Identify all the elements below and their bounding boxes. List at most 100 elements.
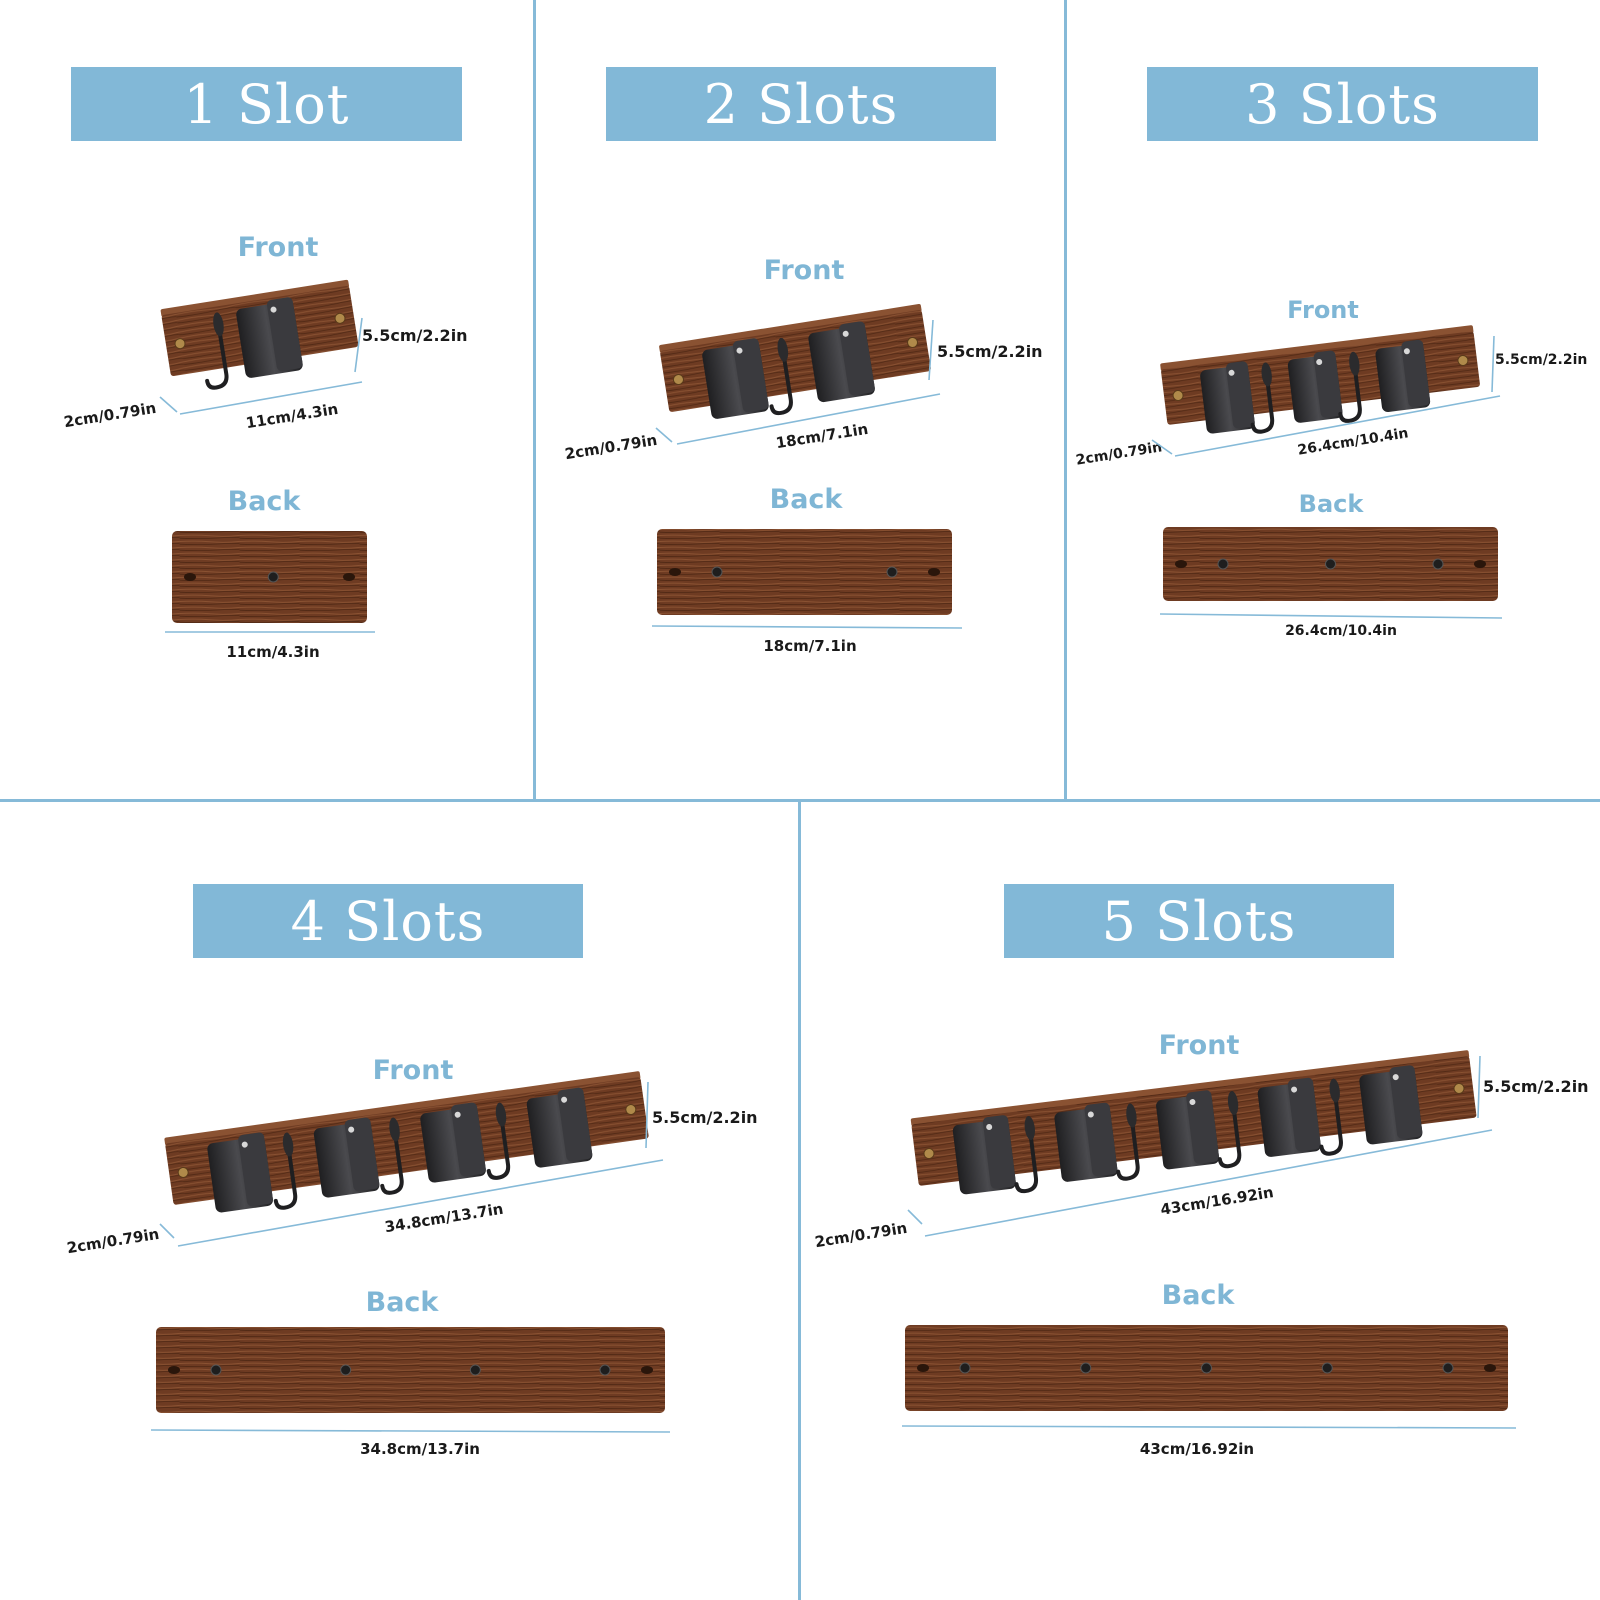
- measurement-line: [150, 1429, 671, 1433]
- panel-2-front-board: [659, 304, 931, 419]
- panel-4-back-screw-icon: [340, 1364, 352, 1376]
- panel-3-front-board: [1160, 325, 1480, 434]
- panel-2-back-board-face: [657, 529, 952, 615]
- panel-5-clamp-roller-icon: [1186, 1090, 1219, 1164]
- panel-3-back-screw-icon: [1217, 558, 1229, 570]
- panel-5-hook-plate-icon: [1227, 1091, 1239, 1116]
- panel-4-left-screw-icon: [177, 1166, 189, 1178]
- panel-1-hook-icon: [205, 312, 229, 390]
- panel-2-back-screw-icon: [711, 566, 723, 578]
- panel-3-right-screw-icon: [1457, 355, 1469, 367]
- panel-5-hook-plate-icon: [1126, 1103, 1137, 1128]
- panel-4-clamp-bolt-icon: [561, 1096, 568, 1103]
- panel-3-height-dimension: 5.5cm/2.2in: [1495, 352, 1588, 368]
- panel-5-back-screw-icon: [1080, 1362, 1092, 1374]
- panel-5-back-screw-icon: [1442, 1362, 1454, 1374]
- vertical-divider-3: [798, 800, 801, 1600]
- panel-2-back-board: [657, 529, 952, 615]
- panel-5-right-screw-icon: [1453, 1082, 1465, 1094]
- panel-4-front-label: Front: [372, 1055, 454, 1086]
- panel-4-clamp-roller-icon: [344, 1117, 380, 1192]
- panel-2-height-dimension: 5.5cm/2.2in: [937, 342, 1043, 361]
- panel-5-hook-icon: [1217, 1091, 1242, 1169]
- panel-5-back-board: [905, 1325, 1508, 1411]
- panel-4-hook-icon: [273, 1132, 298, 1210]
- panel-3-clamp-roller-icon: [1401, 339, 1431, 407]
- panel-3-front-board-top-edge: [1160, 325, 1474, 372]
- panel-3-hook-plate-icon: [1349, 351, 1360, 376]
- panel-5-clamp-bolt-icon: [1087, 1111, 1094, 1118]
- panel-1-clamp-bolt-icon: [270, 306, 277, 313]
- panel-4-back-screw-icon: [469, 1364, 481, 1376]
- panel-4-height-dimension: 5.5cm/2.2in: [652, 1108, 758, 1127]
- panel-4-back-left-mount-hole-icon: [168, 1366, 180, 1374]
- panel-4-hook-plate-icon: [282, 1132, 294, 1157]
- panel-1-front-label: Front: [237, 232, 319, 263]
- panel-2-left-screw-icon: [672, 374, 684, 386]
- panel-4-hook-plate-icon: [495, 1102, 507, 1127]
- panel-5-back-label: Back: [1161, 1280, 1235, 1311]
- panel-3-back-length-dimension: 26.4cm/10.4in: [1285, 623, 1397, 639]
- panel-5-clamp-roller-icon: [1084, 1102, 1118, 1177]
- measurement-line: [1151, 439, 1173, 455]
- measurement-line: [1491, 335, 1495, 393]
- panel-5-hook-plate-icon: [1329, 1078, 1340, 1103]
- panel-1-back-screw-icon: [267, 571, 279, 583]
- vertical-divider-2: [1064, 0, 1067, 800]
- panel-5-clamp-bolt-icon: [986, 1124, 993, 1131]
- panel-3-hook-plate-icon: [1261, 362, 1272, 387]
- panel-5-back-screw-icon: [959, 1362, 971, 1374]
- panel-5-back-screw-icon: [1201, 1362, 1212, 1374]
- panel-3-clamp-roller-icon: [1313, 350, 1343, 418]
- panel-5-back-length-dimension: 43cm/16.92in: [1139, 1440, 1255, 1458]
- panel-2-title-banner: 2 Slots: [606, 67, 996, 141]
- measurement-line: [1159, 613, 1503, 619]
- panel-1-front-board: [160, 279, 359, 390]
- panel-4-front-board: [164, 1071, 649, 1213]
- panel-5-front-board-top-edge: [910, 1050, 1470, 1127]
- panel-5-back-screw-icon: [1321, 1362, 1333, 1374]
- panel-5-front-label: Front: [1158, 1030, 1240, 1061]
- panel-3-clamp-bolt-icon: [1228, 369, 1235, 376]
- panel-5-clamp-roller-icon: [1389, 1065, 1423, 1139]
- panel-2-clamp-roller-icon: [732, 338, 769, 413]
- panel-3-clamp-roller-icon: [1226, 361, 1255, 429]
- panel-3-back-label: Back: [1298, 490, 1364, 518]
- panel-4-back-screw-icon: [210, 1364, 222, 1376]
- panel-4-back-right-mount-hole-icon: [641, 1366, 653, 1374]
- panel-5-front-board: [910, 1050, 1477, 1195]
- panel-2-right-screw-icon: [907, 336, 919, 348]
- panel-2-hook-plate-icon: [777, 337, 789, 362]
- panel-3-back-screw-icon: [1325, 558, 1336, 570]
- panel-4-hook-icon: [486, 1102, 511, 1180]
- panel-3-back-right-mount-hole-icon: [1474, 560, 1486, 568]
- measurement-line: [928, 319, 934, 381]
- panel-1-right-screw-icon: [334, 312, 346, 324]
- panel-3-clamp-bolt-icon: [1316, 359, 1323, 366]
- measurement-line: [159, 396, 178, 413]
- panel-4-clamp-bolt-icon: [454, 1111, 461, 1118]
- panel-4-clamp-bolt-icon: [241, 1141, 248, 1148]
- panel-2-back-length-dimension: 18cm/7.1in: [763, 637, 857, 655]
- panel-5-title-banner: 5 Slots: [1004, 884, 1394, 958]
- measurement-line: [177, 1159, 664, 1247]
- panel-5-hook-icon: [1116, 1103, 1140, 1181]
- measurement-line: [924, 1129, 1493, 1237]
- panel-4-back-board-face: [156, 1327, 665, 1413]
- panel-4-right-screw-icon: [625, 1104, 637, 1116]
- panel-4-clamp-roller-icon: [451, 1102, 486, 1177]
- panel-4-title-banner: 4 Slots: [193, 884, 583, 958]
- panel-5-clamp-bolt-icon: [1291, 1086, 1298, 1093]
- panel-4-back-label: Back: [365, 1287, 439, 1318]
- vertical-divider-1: [533, 0, 536, 800]
- measurement-line: [1477, 1055, 1481, 1119]
- panel-2-back-left-mount-hole-icon: [669, 568, 681, 576]
- measurement-line: [901, 1425, 1517, 1429]
- panel-3-hook-icon: [1250, 362, 1275, 434]
- panel-3-hook-icon: [1338, 351, 1362, 423]
- panel-2-front-label: Front: [763, 255, 845, 286]
- panel-4-back-screw-icon: [599, 1364, 611, 1376]
- panel-4-clamp-roller-icon: [557, 1087, 593, 1162]
- measurement-line: [651, 625, 963, 629]
